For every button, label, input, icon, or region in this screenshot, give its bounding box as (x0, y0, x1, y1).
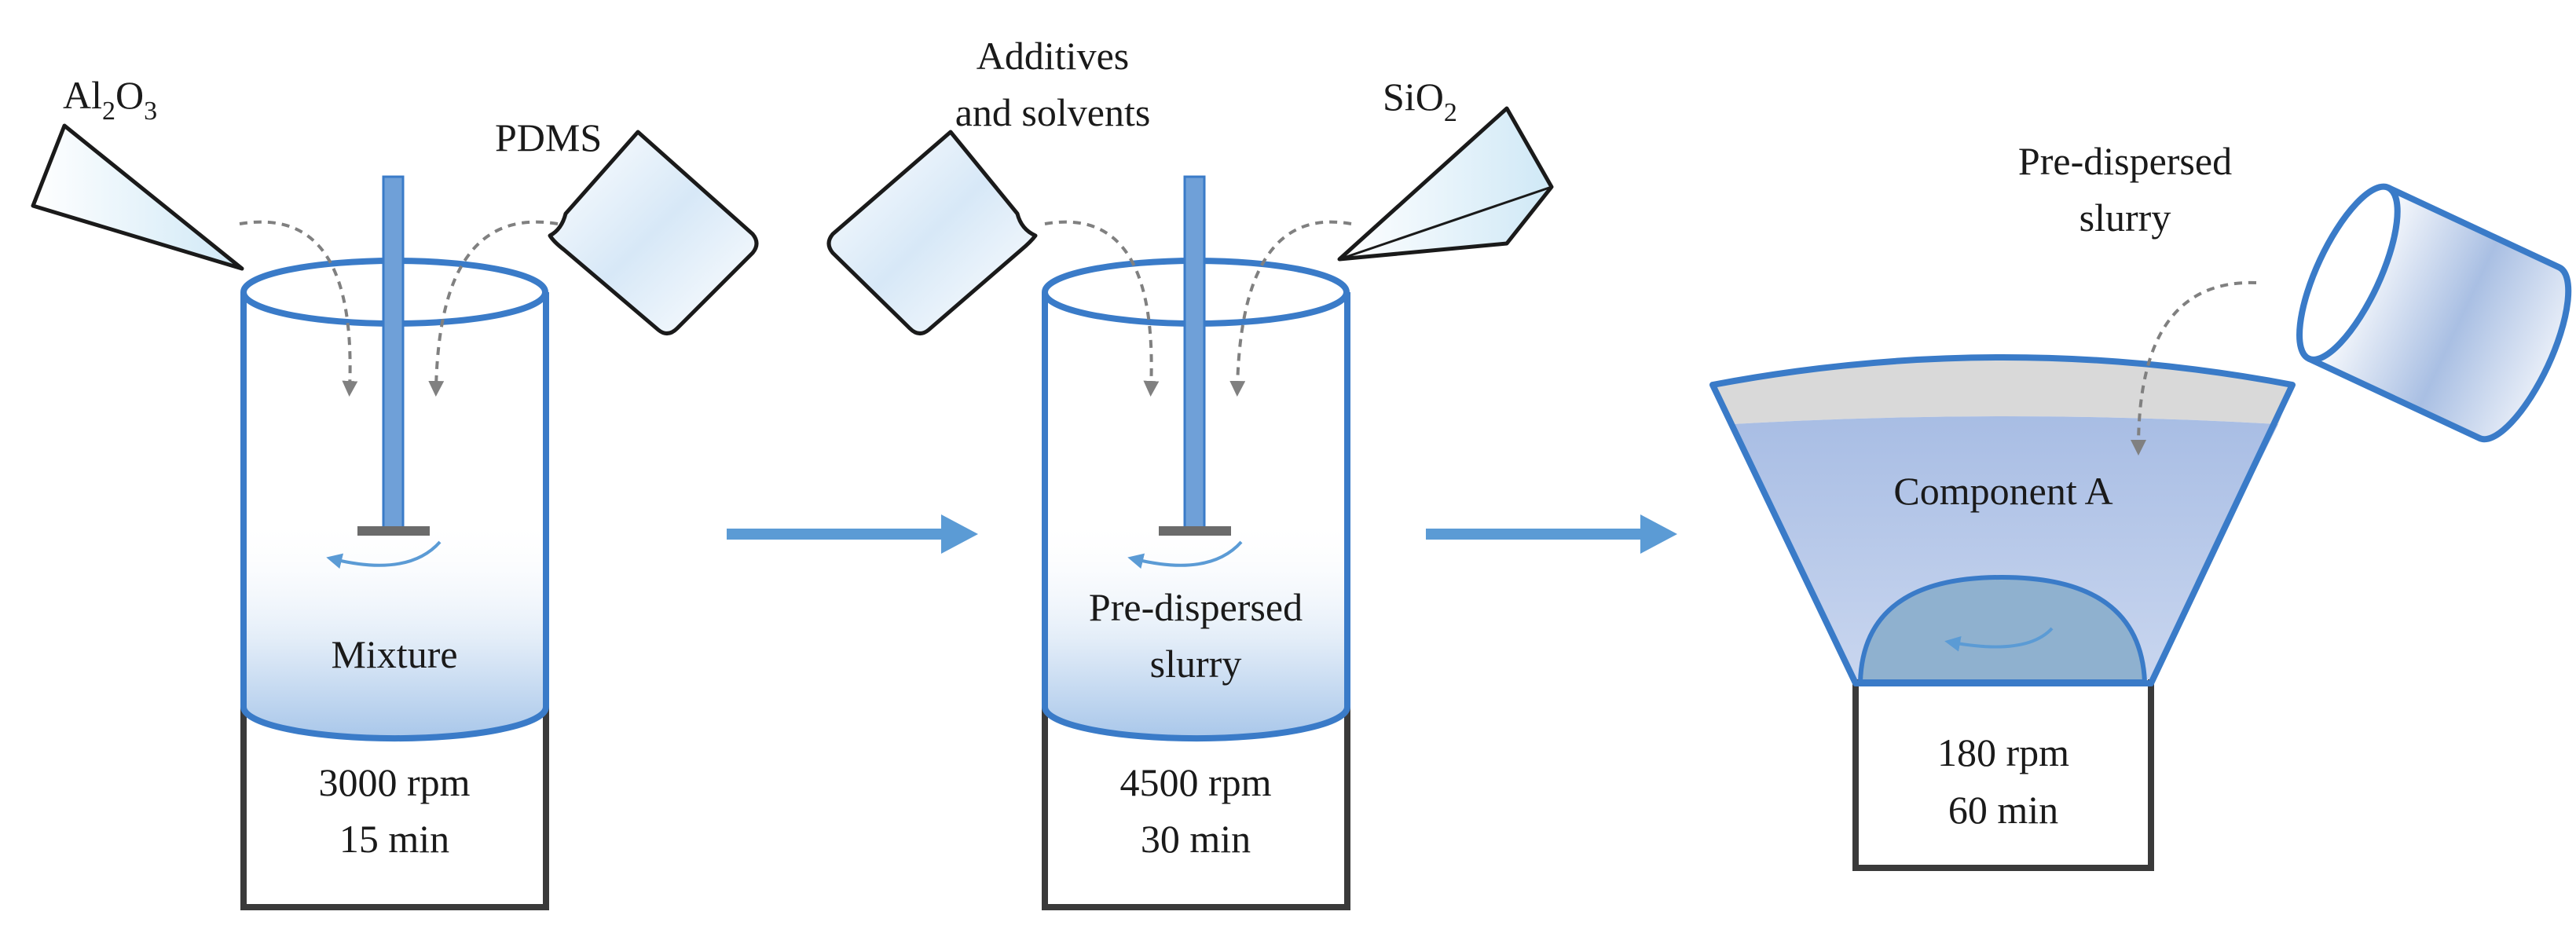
additives-label-line1: Additives (977, 34, 1129, 78)
stage-3-mixer: Component A 180 rpm 60 min (1709, 280, 2296, 871)
stage-2-stirrer-rod (1183, 175, 1206, 532)
stage-2-rotation-arrow (1127, 540, 1243, 569)
additives-label-line2: and solvents (955, 90, 1151, 134)
stage-2-pour-arrow-right (1229, 220, 1352, 397)
sio2-funnel (1337, 106, 1554, 262)
stage-2-mixer: Pre-dispersed slurry 4500 rpm 30 min (1042, 175, 1352, 910)
stage-1-speed: 3000 rpm (318, 760, 470, 804)
stage-1-vessel (240, 292, 549, 742)
stage-2-base (1042, 707, 1350, 910)
stage-2-time: 30 min (1141, 817, 1251, 861)
stage-3-bowl-liquid (1732, 416, 2278, 679)
stage-2-content-label-line2: slurry (1150, 642, 1242, 686)
stage-1-time: 15 min (339, 817, 449, 861)
stage-1-pour-arrow-right (428, 220, 559, 397)
slurry-pour-label-line1: Pre-dispersed (2018, 139, 2232, 183)
pdms-beaker (548, 130, 759, 335)
sio2-label: SiO2 (1383, 75, 1457, 127)
slurry-cup-outline (2307, 185, 2572, 443)
stage-1-base (240, 707, 549, 910)
stage-2-speed: 4500 rpm (1119, 760, 1271, 804)
pdms-beaker-body (548, 130, 759, 335)
stage-3-rotation-arrow (1944, 627, 2054, 652)
stage-3-speed: 180 rpm (1937, 730, 2069, 774)
sio2-funnel-body (1337, 106, 1554, 262)
slurry-cup (2296, 183, 2572, 443)
stage-1-liquid (244, 518, 546, 739)
stage-2-vessel (1042, 292, 1350, 742)
stage-1-pour-arrow-left (239, 220, 358, 397)
slurry-pour-label-line2: slurry (2079, 196, 2171, 240)
stage-2-content-label-line1: Pre-dispersed (1089, 585, 1303, 629)
al2o3-funnel (31, 123, 244, 271)
stage-3-bowl (1709, 354, 2296, 686)
al2o3-funnel-divider (32, 204, 243, 270)
al2o3-label: Al2O3 (63, 73, 157, 126)
stage-1-stirrer-rod (382, 175, 405, 532)
stage-2-liquid (1045, 518, 1347, 739)
process-arrow-2-head (1640, 514, 1677, 554)
stage-1-mixer: Mixture 3000 rpm 15 min (239, 175, 559, 910)
additives-beaker (826, 130, 1038, 335)
process-arrow-1-head (941, 514, 978, 554)
pdms-label: PDMS (495, 115, 602, 159)
stage-2-pour-arrow-left (1044, 220, 1160, 397)
stage-3-bowl-top (1713, 357, 2292, 424)
stage-3-base (1852, 679, 2154, 871)
al2o3-funnel-body (31, 123, 244, 271)
stage-1-stirrer-blade (357, 526, 430, 536)
stage-3-content-label: Component A (1893, 469, 2112, 513)
additives-beaker-body (826, 130, 1038, 335)
stage-3-pour-arrow (2131, 280, 2257, 456)
stage-3-time: 60 min (1948, 788, 2058, 832)
stage-2-stirrer-blade (1159, 526, 1231, 536)
stage-1-content-label: Mixture (331, 632, 457, 676)
slurry-cup-mouth (2296, 183, 2401, 363)
sio2-funnel-divider (1339, 185, 1552, 261)
stage-1-rotation-arrow (326, 540, 442, 569)
stage-3-dome (1857, 574, 2148, 684)
